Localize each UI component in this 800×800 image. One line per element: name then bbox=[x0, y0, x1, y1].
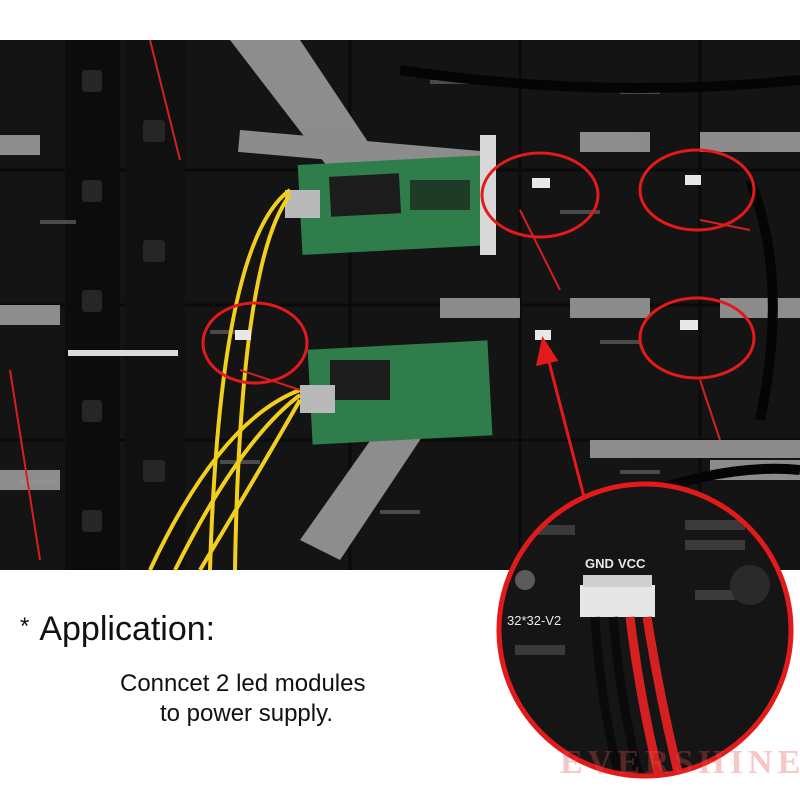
caption-block: * Application: Conncet 2 led modules to p… bbox=[20, 600, 490, 760]
zoom-inset: GND VCC 32*32-V2 bbox=[496, 481, 794, 779]
caption-line-2: to power supply. bbox=[160, 700, 333, 727]
evershine-watermark: EVERSHINE bbox=[560, 744, 800, 781]
vcc-label: VCC bbox=[618, 556, 646, 571]
caption-title-text: Application: bbox=[39, 610, 216, 648]
board-label: 32*32-V2 bbox=[507, 613, 561, 628]
bullet-star: * bbox=[20, 613, 30, 640]
led-panel-photo bbox=[0, 40, 800, 570]
gnd-label: GND bbox=[585, 556, 614, 571]
caption-line-1: Conncet 2 led modules bbox=[120, 670, 366, 697]
caption-title: * Application: bbox=[20, 610, 215, 649]
